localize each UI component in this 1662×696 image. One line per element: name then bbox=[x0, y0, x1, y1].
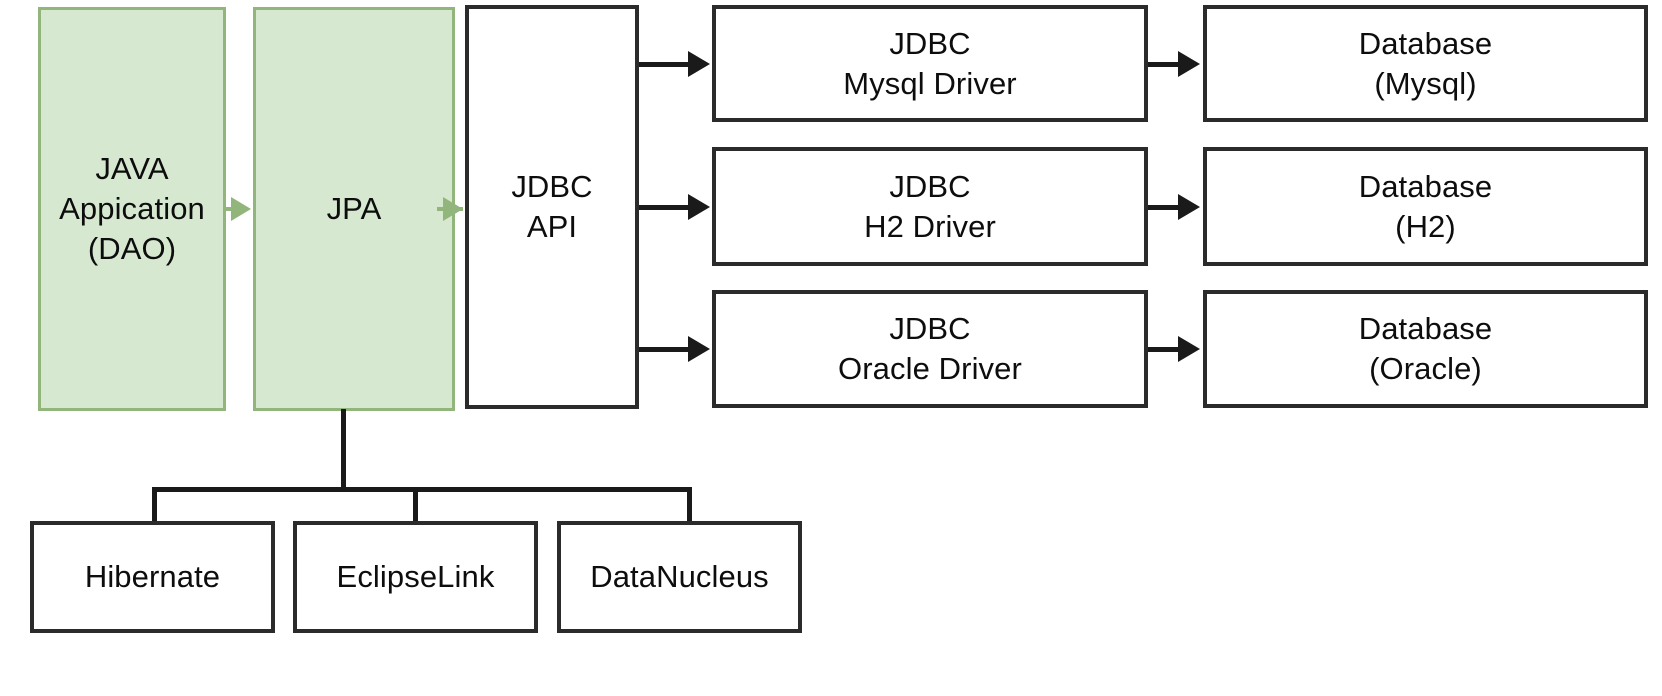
edge-mysql-driver-to-database-mysql-line bbox=[1148, 62, 1184, 67]
edge-jdbc-api-to-h2-driver-line bbox=[639, 205, 691, 210]
node-jdbc-h2-driver[interactable]: JDBC H2 Driver bbox=[712, 147, 1148, 266]
edge-jdbc-api-to-mysql-driver-arrowhead bbox=[688, 51, 710, 77]
node-datanucleus[interactable]: DataNucleus bbox=[557, 521, 802, 633]
node-database-oracle[interactable]: Database (Oracle) bbox=[1203, 290, 1648, 408]
node-jdbc-mysql-driver[interactable]: JDBC Mysql Driver bbox=[712, 5, 1148, 122]
node-jpa[interactable]: JPA bbox=[253, 7, 455, 411]
node-hibernate[interactable]: Hibernate bbox=[30, 521, 275, 633]
edge-java-application-to-jpa-arrowhead bbox=[231, 197, 251, 221]
edge-jdbc-api-to-oracle-driver-arrowhead bbox=[688, 336, 710, 362]
node-database-h2[interactable]: Database (H2) bbox=[1203, 147, 1648, 266]
edge-jpa-tree-bar bbox=[152, 487, 692, 492]
edge-jpa-tree-drop-datanucleus bbox=[687, 487, 692, 523]
node-eclipselink[interactable]: EclipseLink bbox=[293, 521, 538, 633]
edge-jdbc-api-to-oracle-driver-line bbox=[639, 347, 691, 352]
node-java-application[interactable]: JAVA Appication (DAO) bbox=[38, 7, 226, 411]
edge-oracle-driver-to-database-oracle-arrowhead bbox=[1178, 336, 1200, 362]
edge-h2-driver-to-database-h2-arrowhead bbox=[1178, 194, 1200, 220]
edge-mysql-driver-to-database-mysql-arrowhead bbox=[1178, 51, 1200, 77]
edge-oracle-driver-to-database-oracle-line bbox=[1148, 347, 1184, 352]
edge-jpa-tree-stem bbox=[341, 409, 346, 491]
node-jdbc-oracle-driver[interactable]: JDBC Oracle Driver bbox=[712, 290, 1148, 408]
edge-jpa-tree-drop-eclipselink bbox=[413, 487, 418, 523]
edge-jdbc-api-to-mysql-driver-line bbox=[639, 62, 691, 67]
edge-h2-driver-to-database-h2-line bbox=[1148, 205, 1184, 210]
edge-jpa-to-jdbc-api-arrowhead bbox=[443, 197, 463, 221]
node-jdbc-api[interactable]: JDBC API bbox=[465, 5, 639, 409]
node-database-mysql[interactable]: Database (Mysql) bbox=[1203, 5, 1648, 122]
edge-jdbc-api-to-h2-driver-arrowhead bbox=[688, 194, 710, 220]
edge-jpa-tree-drop-hibernate bbox=[152, 487, 157, 523]
